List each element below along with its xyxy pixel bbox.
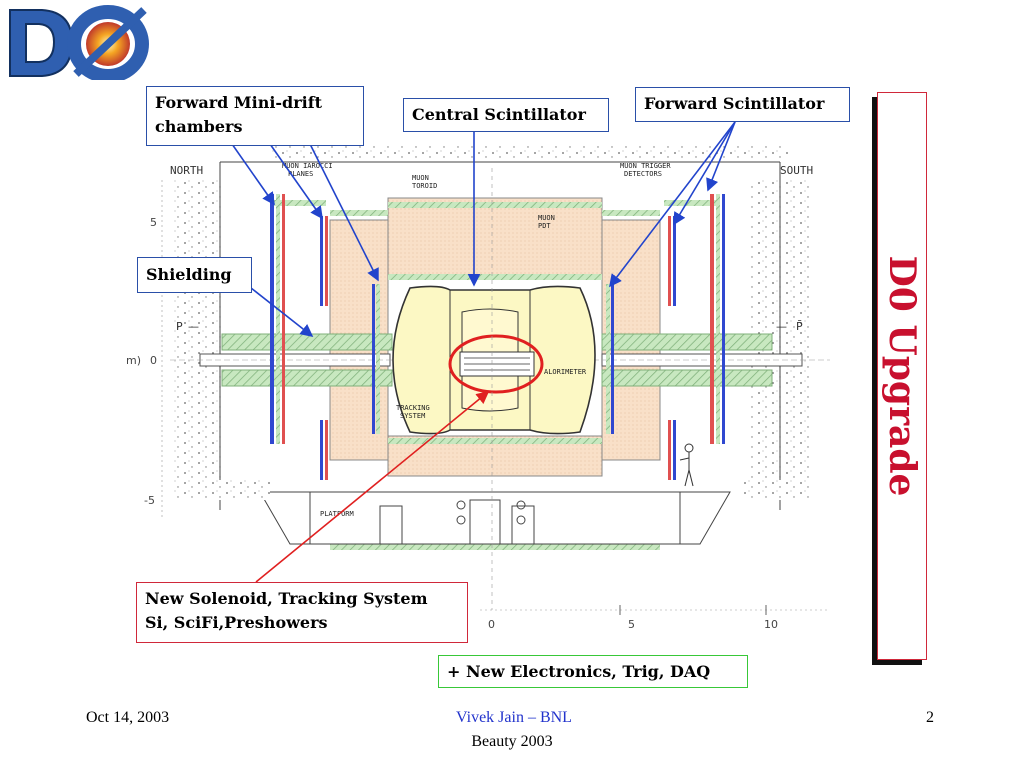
north-label: NORTH xyxy=(170,164,204,177)
arrow-shielding xyxy=(245,283,314,337)
footer-conference: Beauty 2003 xyxy=(471,733,553,750)
footer-page-number: 2 xyxy=(926,709,934,726)
y-tick-minus5: -5 xyxy=(144,494,155,507)
label-calorimeter: ALORIMETER xyxy=(544,368,587,376)
label-pbar: P̄ xyxy=(796,320,803,333)
wall-left xyxy=(172,180,222,500)
callout-shielding: Shielding xyxy=(137,257,252,293)
arrow-fwd-scint-3 xyxy=(706,121,736,192)
x-tick-5: 5 xyxy=(628,618,635,631)
arrow-minidrift-3 xyxy=(309,143,379,282)
slide-title: D0 Upgrade xyxy=(881,255,923,497)
solenoid-highlight xyxy=(448,334,544,394)
label-muon-trigger: MUON TRIGGER DETECTORS xyxy=(620,162,671,178)
y-tick-5: 5 xyxy=(150,216,157,229)
detector-diagram: NORTH SOUTH MUON IAROCCI PLANES MUON TOR… xyxy=(126,140,840,640)
label-muon-iarocci: MUON IAROCCI PLANES xyxy=(282,162,333,178)
footer-author: Vivek Jain – BNL xyxy=(456,709,572,726)
arrow-fwd-scint-2 xyxy=(673,121,736,226)
arrow-p: — xyxy=(188,320,199,333)
label-tracking-system: TRACKING SYSTEM xyxy=(396,404,430,420)
muon-toroid-top xyxy=(387,197,603,279)
arrow-solenoid xyxy=(255,390,490,583)
arrow-minidrift-2 xyxy=(269,143,323,220)
south-label: SOUTH xyxy=(780,164,814,177)
arrow-pbar: — xyxy=(776,320,787,333)
label-muon-pdt: MUON PDT xyxy=(538,214,555,230)
footer-date: Oct 14, 2003 xyxy=(86,709,170,726)
y-tick-0: 0 xyxy=(150,354,157,367)
label-muon-toroid: MUON TOROID xyxy=(412,174,438,190)
arrow-minidrift-1 xyxy=(231,143,275,206)
label-p: P xyxy=(176,320,183,333)
d0-logo: DØ xyxy=(6,4,152,83)
beam-shield-right-top xyxy=(601,333,773,351)
arrow-fwd-scint-1 xyxy=(609,121,736,288)
beam-shield-left-bottom xyxy=(221,369,393,387)
callout-new-electronics: + New Electronics, Trig, DAQ xyxy=(438,655,748,688)
person-figure xyxy=(679,443,694,487)
callout-central-scintillator: Central Scintillator xyxy=(403,98,609,132)
callout-forward-scintillator: Forward Scintillator xyxy=(635,87,850,122)
x-tick-0: 0 xyxy=(488,618,495,631)
title-banner: D0 Upgrade xyxy=(877,92,927,660)
y-axis-prefix: m) xyxy=(126,354,142,367)
label-platform: PLATFORM xyxy=(320,510,354,518)
top-ground xyxy=(270,146,790,160)
callout-new-solenoid: New Solenoid, Tracking System Si, SciFi,… xyxy=(136,582,468,643)
x-tick-10: 10 xyxy=(764,618,778,631)
beam-shield-right-bottom xyxy=(601,369,773,387)
callout-forward-mini-drift: Forward Mini-drift chambers xyxy=(146,86,364,146)
